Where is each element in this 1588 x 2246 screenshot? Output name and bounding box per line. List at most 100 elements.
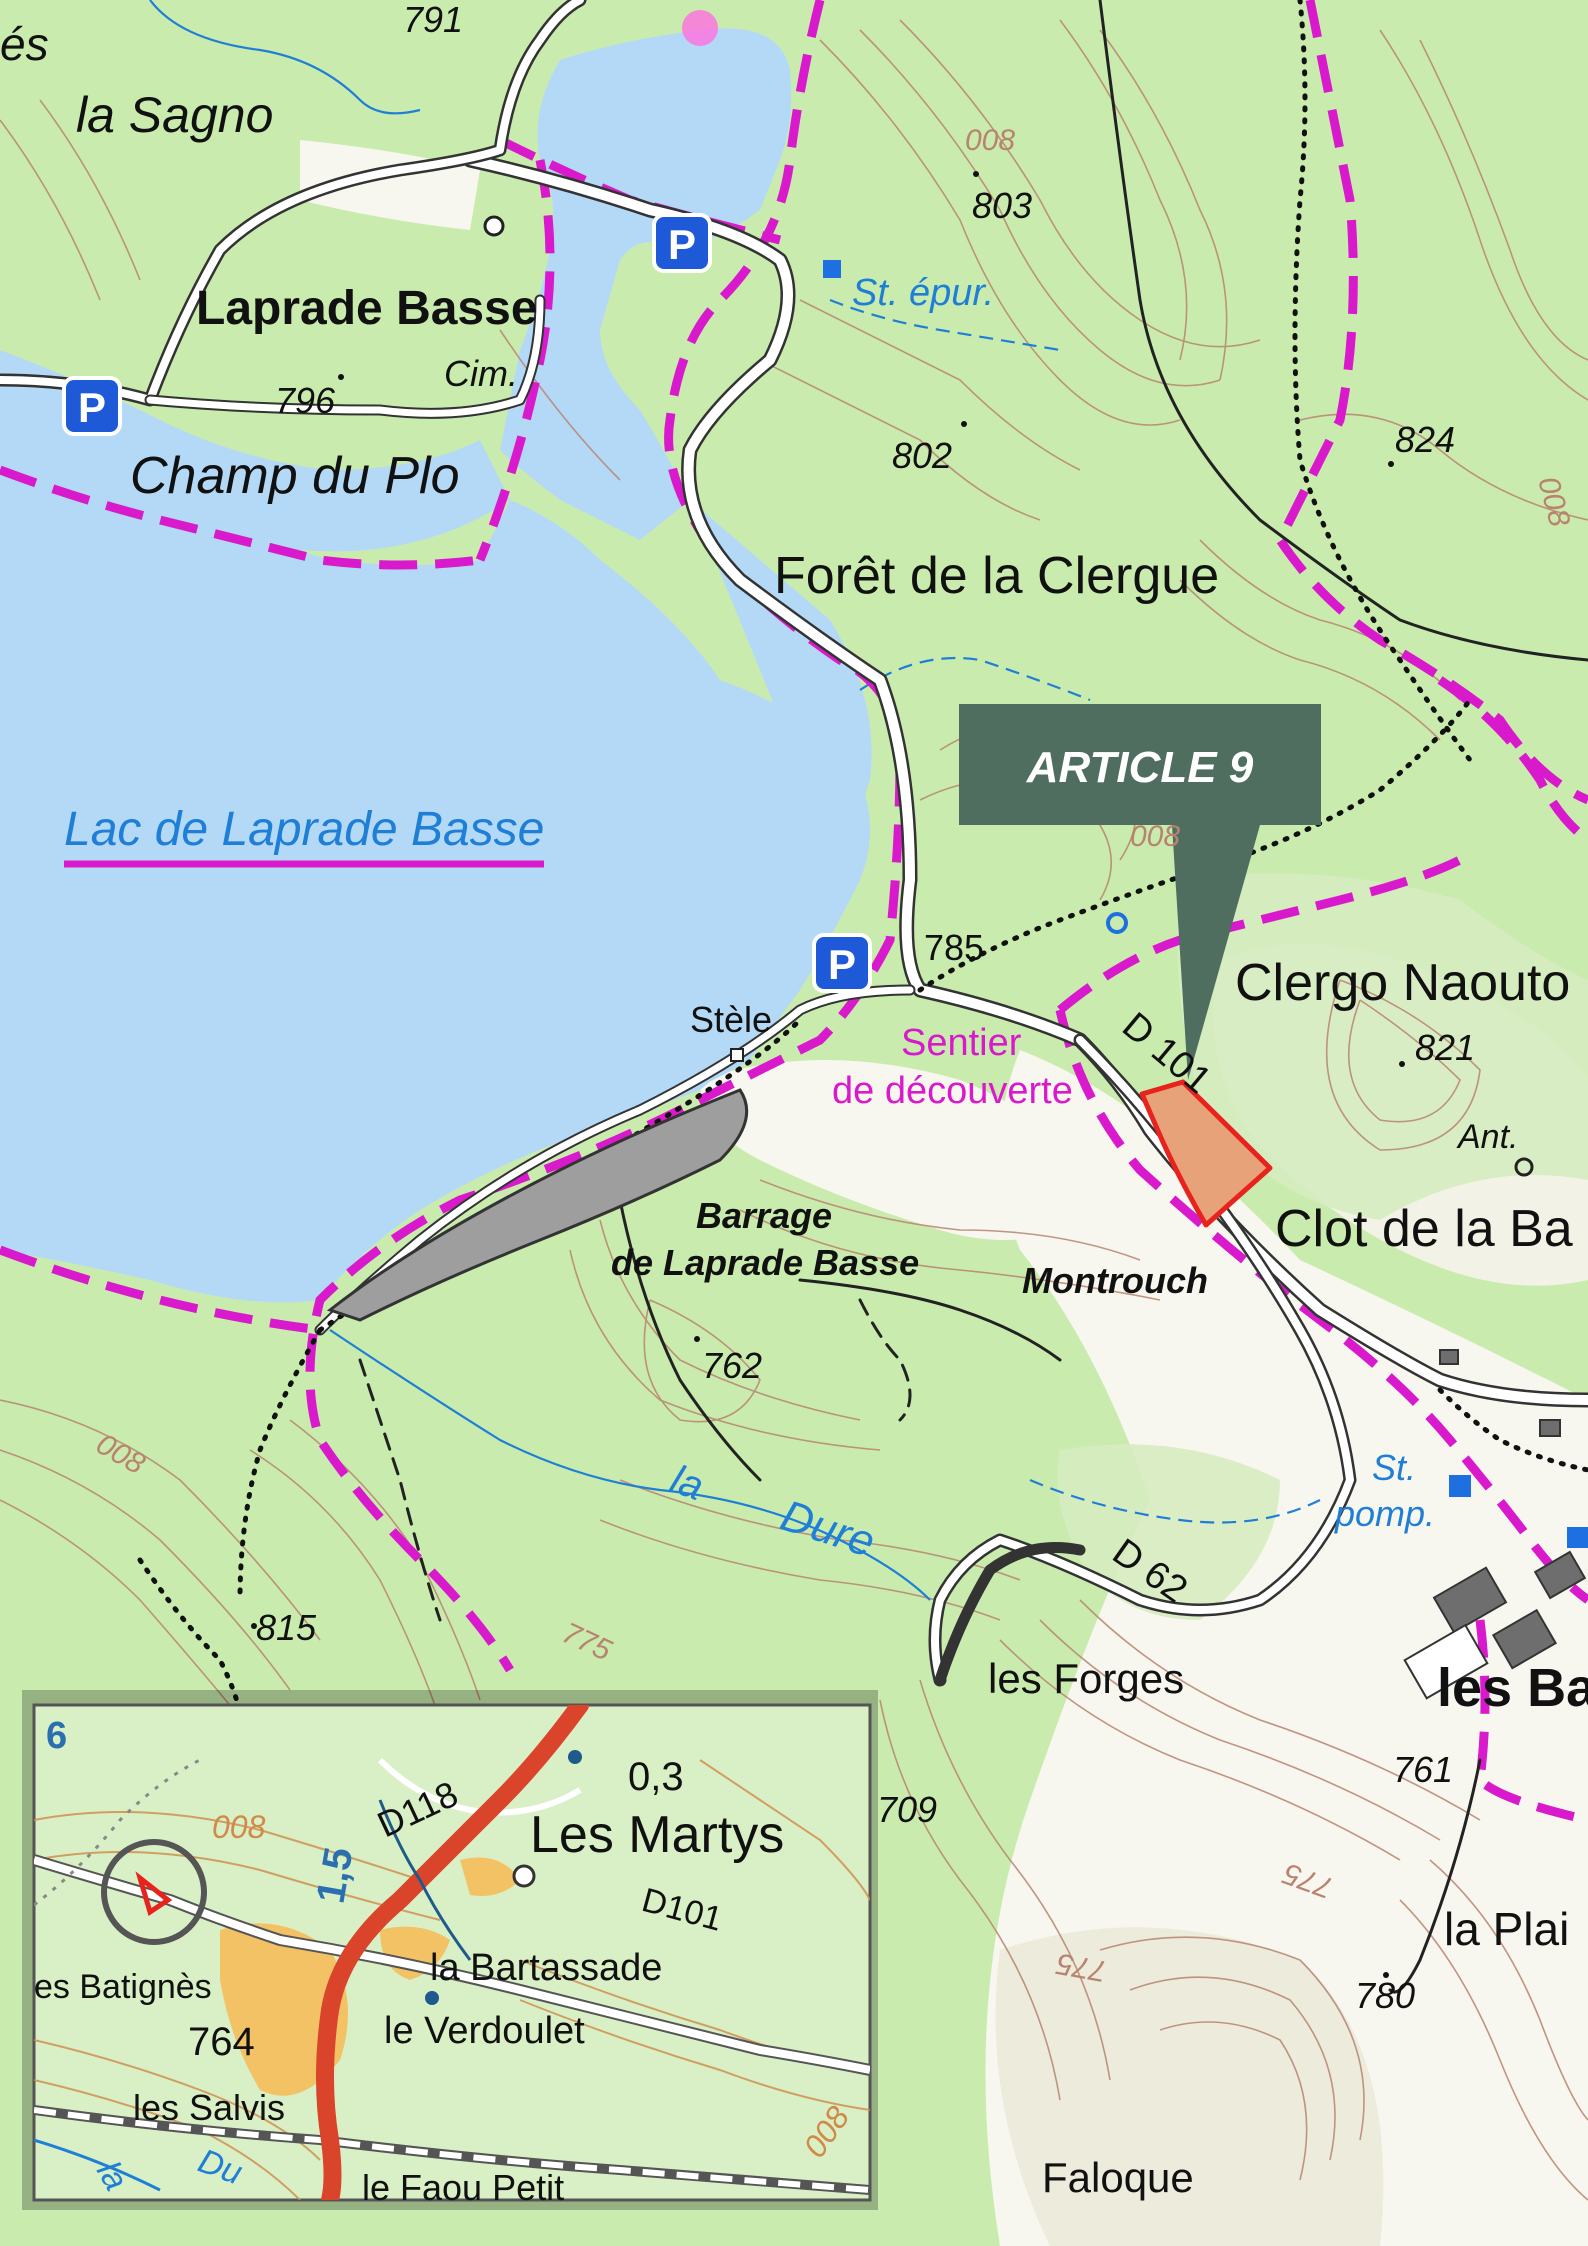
parking-icon: P: [652, 213, 712, 273]
place-clergo-naouto: Clergo Naouto: [1235, 954, 1570, 1012]
antenna-icon: [1514, 1157, 1534, 1177]
inset-num-008a: 008: [212, 1809, 266, 1845]
track-1: [358, 1358, 442, 1622]
lake-south: [620, 500, 872, 1120]
st-pomp-square-icon: [1449, 1475, 1471, 1497]
stream-clergue: [859, 656, 1091, 702]
roads: [0, 0, 1588, 1994]
road-dam: [316, 986, 914, 1334]
contour-label: 008: [965, 124, 1015, 157]
cross-icon: [483, 215, 505, 237]
place-champ-du-plo: Champ du Plo: [130, 447, 460, 505]
place-stele: Stèle: [690, 999, 772, 1040]
inset-num-03: 0,3: [628, 1755, 684, 1799]
contour-label: 008: [1130, 820, 1180, 853]
village-square-icon: [1567, 1527, 1588, 1548]
stream-st-epur: [829, 298, 1061, 352]
buildings: [1403, 1349, 1587, 1700]
road-forges-casing: [934, 1542, 1086, 1686]
stele-icon: [730, 1048, 744, 1062]
lake-label: Lac de Laprade Basse: [64, 803, 544, 856]
streams: [149, 0, 1321, 1601]
road-d101: [465, 155, 1588, 1405]
lake-north-arm: [500, 28, 792, 540]
inset-le-verdoulet: le Verdoulet: [384, 2010, 585, 2052]
place-laprade-basse: Laprade Basse: [196, 282, 538, 335]
place-faloque: Faloque: [1042, 2154, 1194, 2201]
inset-num-6: 6: [46, 1715, 67, 1757]
stream-top: [149, 0, 421, 115]
elev-821: 821: [1415, 1027, 1475, 1068]
lake: [0, 410, 870, 1303]
elev-761: 761: [1393, 1749, 1453, 1790]
st-epur-label: St. épur.: [852, 272, 994, 314]
elev-785: 785: [924, 927, 984, 968]
inset-frame: [32, 1703, 872, 2202]
st-epur-square-icon: [823, 260, 841, 278]
place-labels: la Sagno és Laprade Basse Champ du Plo C…: [0, 18, 1588, 2201]
inset-map: Les Martys la Bartassade le Verdoulet es…: [22, 1690, 878, 2210]
place-la-plai: la Plai: [1444, 1903, 1569, 1955]
callout-box: [959, 704, 1321, 825]
parking-label: P: [78, 384, 106, 431]
place-barrage-2: de Laprade Basse: [611, 1242, 919, 1283]
place-es: és: [0, 18, 49, 70]
water-labels: Lac de Laprade Basse St. épur. St. pomp.…: [64, 272, 1435, 1567]
inset-village: [220, 1923, 348, 2096]
parcel-outline: [1139, 1079, 1273, 1228]
spring-icon: [1106, 912, 1128, 934]
trail-label: Sentier de découverte: [832, 1022, 1073, 1112]
stream-pomp: [1029, 1478, 1321, 1524]
place-ant: Ant.: [1456, 1118, 1518, 1156]
elev-824: 824: [1395, 419, 1455, 460]
track-2: [618, 1198, 762, 1482]
place-les-forges: les Forges: [988, 1655, 1184, 1702]
inset-labels: Les Martys la Bartassade le Verdoulet es…: [34, 1715, 856, 2208]
inset-la-bartassade: la Bartassade: [430, 1947, 662, 1989]
parking-symbols: P P P: [62, 213, 872, 993]
elev-791: 791: [403, 0, 463, 40]
lake-bay: [0, 350, 510, 552]
elev-796: 796: [275, 380, 336, 421]
inset-village-3: [460, 1857, 520, 1896]
inset-les-martys: Les Martys: [530, 1806, 784, 1864]
track-4: [1098, 0, 1588, 662]
river-la-dure: [329, 1329, 931, 1601]
spot-heights: [251, 171, 1405, 1978]
track-5: [858, 1298, 912, 1422]
dam: [326, 1088, 749, 1322]
inset-locator-circle: [101, 1839, 207, 1945]
inset-le-faou-petit: le Faou Petit: [362, 2167, 564, 2208]
scrub-area: [1177, 873, 1588, 1220]
elev-762: 762: [702, 1345, 762, 1386]
flower-icon: [682, 10, 718, 46]
elevation-labels: 791 803 796 802 824 785 821 762 815 709 …: [256, 0, 1475, 2016]
inset-parcel-marker: [135, 1871, 173, 1916]
st-pomp-label-1: St.: [1372, 1447, 1416, 1488]
inset-spring-icon: [568, 1750, 582, 1764]
place-les-bat: les Bat: [1437, 1658, 1588, 1718]
place-montrouch: Montrouch: [1022, 1260, 1208, 1301]
elev-803: 803: [972, 185, 1032, 226]
parking-icon: P: [812, 933, 872, 993]
place-clot-de-la-ba: Clot de la Ba: [1275, 1200, 1573, 1258]
trail-label-line2: de découverte: [832, 1070, 1073, 1112]
open-field-south: [995, 1927, 1384, 2246]
track-3: [798, 1278, 1062, 1362]
trail-label-line1: Sentier: [901, 1022, 1022, 1064]
place-barrage-1: Barrage: [696, 1195, 832, 1236]
inset-church-icon: [512, 1864, 536, 1888]
road-sagno2: [146, 296, 544, 417]
elev-780: 780: [1355, 1975, 1415, 2016]
callout-label: ARTICLE 9: [1026, 743, 1254, 792]
road-761: [1388, 1758, 1482, 1994]
place-cim: Cim.: [444, 353, 518, 394]
inset-num-764: 764: [188, 2020, 255, 2064]
article-callout: ARTICLE 9: [959, 704, 1321, 1080]
inset-num-15: 1,5: [309, 1844, 362, 1906]
place-foret-de-la-clergue: Forêt de la Clergue: [774, 547, 1219, 605]
parking-icon: P: [62, 376, 122, 436]
elev-709: 709: [877, 1789, 937, 1830]
place-la-sagno: la Sagno: [76, 87, 273, 143]
